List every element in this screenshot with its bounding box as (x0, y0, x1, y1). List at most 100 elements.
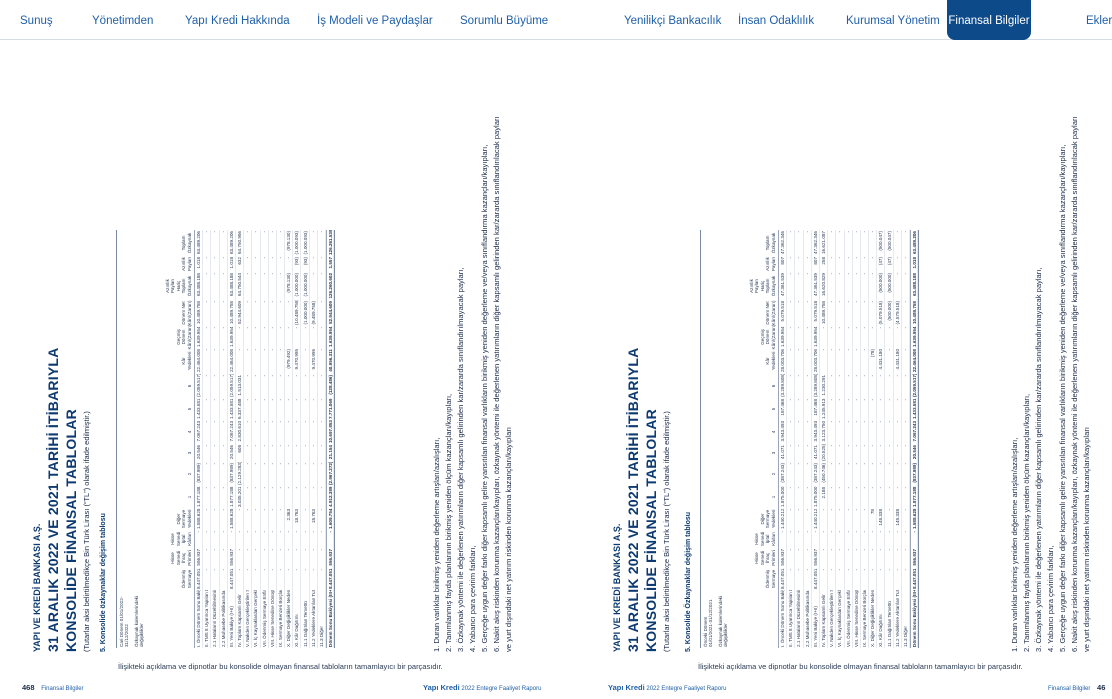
table-cell: - (894, 421, 900, 423)
table-cell: - (821, 349, 827, 351)
table-cell: - (845, 509, 851, 511)
footer-brand: Yapı Kredi (608, 683, 645, 692)
table-row: 2.1 Hataların Düzeltilmesinin Etkisi----… (795, 230, 804, 648)
table-cell: - (318, 445, 324, 447)
page-footer-right: Finansal Bilgiler 46 (1048, 683, 1105, 692)
table-cell: - (853, 399, 859, 401)
table-cell: - (261, 569, 267, 571)
table-cell: - (886, 349, 892, 351)
tab-yenilikci-bankacilik[interactable]: Yenilikçi Bankacılık (624, 15, 722, 27)
table-cell: - (861, 569, 867, 571)
table-cell: - (886, 399, 892, 401)
table-cell: - (821, 509, 827, 511)
table-cell: (3.289.808) (812, 374, 818, 397)
table-cell: 8.447.051 (327, 568, 333, 589)
table-cell: - (845, 327, 851, 329)
table-cell: 9.470.995 (310, 349, 316, 370)
tab-finansal-bilgiler[interactable]: Finansal Bilgiler (947, 0, 1031, 40)
note-1: 1. Duran varlıklar birikmiş yeniden değe… (432, 437, 441, 652)
tab-kurumsal-yonetim[interactable]: Kurumsal Yönetim (846, 15, 940, 27)
table-cell: - (837, 273, 843, 275)
tab-sorumlu-buyume[interactable]: Sorumlu Büyüme (460, 15, 549, 27)
table-cell: - (318, 463, 324, 465)
page-footer-report: Yapı Kredi 2022 Entegre Faaliyet Raporu (423, 683, 541, 692)
table-cell: - (310, 231, 316, 233)
note-4: 4. Yabancı para çevirim farkları, (1046, 545, 1055, 653)
table-cell: 148.338 (894, 509, 900, 526)
table-cell: - (277, 509, 283, 511)
table-cell: - (310, 549, 316, 551)
table-cell: - (294, 399, 300, 401)
bank-name: YAPI VE KREDİ BANKASI A.Ş. (32, 523, 42, 652)
tab-ekler[interactable]: Ekler (1086, 15, 1112, 27)
table-cell: (1.000.000) (302, 273, 308, 297)
table-cell: - (788, 531, 794, 533)
table-cell: - (788, 549, 794, 551)
table-cell: (500.000) (878, 273, 884, 293)
table-cell: - (286, 301, 292, 303)
table-cell: 4.431.180 (878, 349, 884, 370)
page-title-line1: 31 ARALIK 2022 VE 2021 TARİHİ İTİBARIYLA (45, 347, 61, 652)
table-cell: - (788, 463, 794, 465)
table-cell: - (837, 421, 843, 423)
table-header-cell: Geçmiş Dönem Kârı/(Zararı) (759, 324, 776, 350)
table-cell: (837.989) (911, 463, 917, 483)
table-cell: - (261, 375, 267, 377)
table-cell: - (837, 509, 843, 511)
table-cell: - (911, 531, 917, 533)
table-cell: - (253, 301, 259, 303)
table-cell: - (829, 231, 835, 233)
tab-sunus[interactable]: Sunuş (20, 15, 53, 27)
table-cell: - (269, 421, 275, 423)
table-row: 11.1 Dağıtılan Temettü------------(1.000… (301, 230, 310, 648)
table-header-cell: 2 (186, 472, 192, 476)
note-3: 3. Özkaynak yöntemi ile değerlenen yatır… (1034, 267, 1043, 652)
tab-is-modeli-ve-paydaslar[interactable]: İş Modeli ve Paydaşlar (317, 15, 433, 27)
table-cell: - (196, 531, 202, 533)
table-cell: - (870, 531, 876, 533)
table-cell: - (253, 399, 259, 401)
table-cell: 1.609.754 (327, 508, 333, 529)
table-cell: - (821, 549, 827, 551)
table-row-label: XI. Kâr Dağıtımı (878, 614, 884, 647)
table-cell: - (294, 375, 300, 377)
table-cell: (20.525) (821, 444, 827, 461)
tab-yapi-kredi-hakkinda[interactable]: Yapı Kredi Hakkında (185, 15, 290, 27)
table-cell: 64.750.956 (237, 231, 243, 254)
table-cell: (837.989) (228, 463, 234, 483)
table-cell: - (286, 445, 292, 447)
note-4: 4. Yabancı para çevirim farkları, (468, 545, 477, 653)
table-cell: - (829, 257, 835, 259)
table-cell: 9.470.995 (294, 349, 300, 370)
table-cell: - (902, 273, 908, 275)
table-cell: - (212, 399, 218, 401)
table-cell: - (220, 399, 226, 401)
table-cell: - (894, 327, 900, 329)
table-cell: - (245, 445, 251, 447)
table-cell: 258 (821, 257, 827, 265)
table-cell: - (829, 349, 835, 351)
table-cell: 10.489.758 (196, 301, 202, 324)
table-cell: - (277, 349, 283, 351)
table-cell: - (245, 375, 251, 377)
table-cell: - (212, 421, 218, 423)
table-cell: 1.018 (196, 257, 202, 269)
tab-yonetimden[interactable]: Yönetimden (92, 15, 154, 27)
table-cell: - (796, 327, 802, 329)
table-cell: - (886, 421, 892, 423)
table-cell: - (237, 531, 243, 533)
table-cell: - (829, 421, 835, 423)
tab-insan-odaklilik[interactable]: İnsan Odaklılık (738, 15, 815, 27)
table-cell: 126.260.602 (327, 273, 333, 299)
table-cell: - (318, 257, 324, 259)
table-cell: 1.588.628 (228, 508, 234, 529)
table-header-cell: 3 (186, 451, 192, 455)
table-row-label: VIII. Hisse Senedine Dönüştürülebilir Ta… (853, 590, 859, 647)
table-cell: - (204, 569, 210, 571)
table-cell: - (286, 549, 292, 551)
table-cell: - (837, 463, 843, 465)
table-cell: 1.433.581 (228, 398, 234, 419)
table-cell: - (204, 421, 210, 423)
table-cell: - (845, 549, 851, 551)
